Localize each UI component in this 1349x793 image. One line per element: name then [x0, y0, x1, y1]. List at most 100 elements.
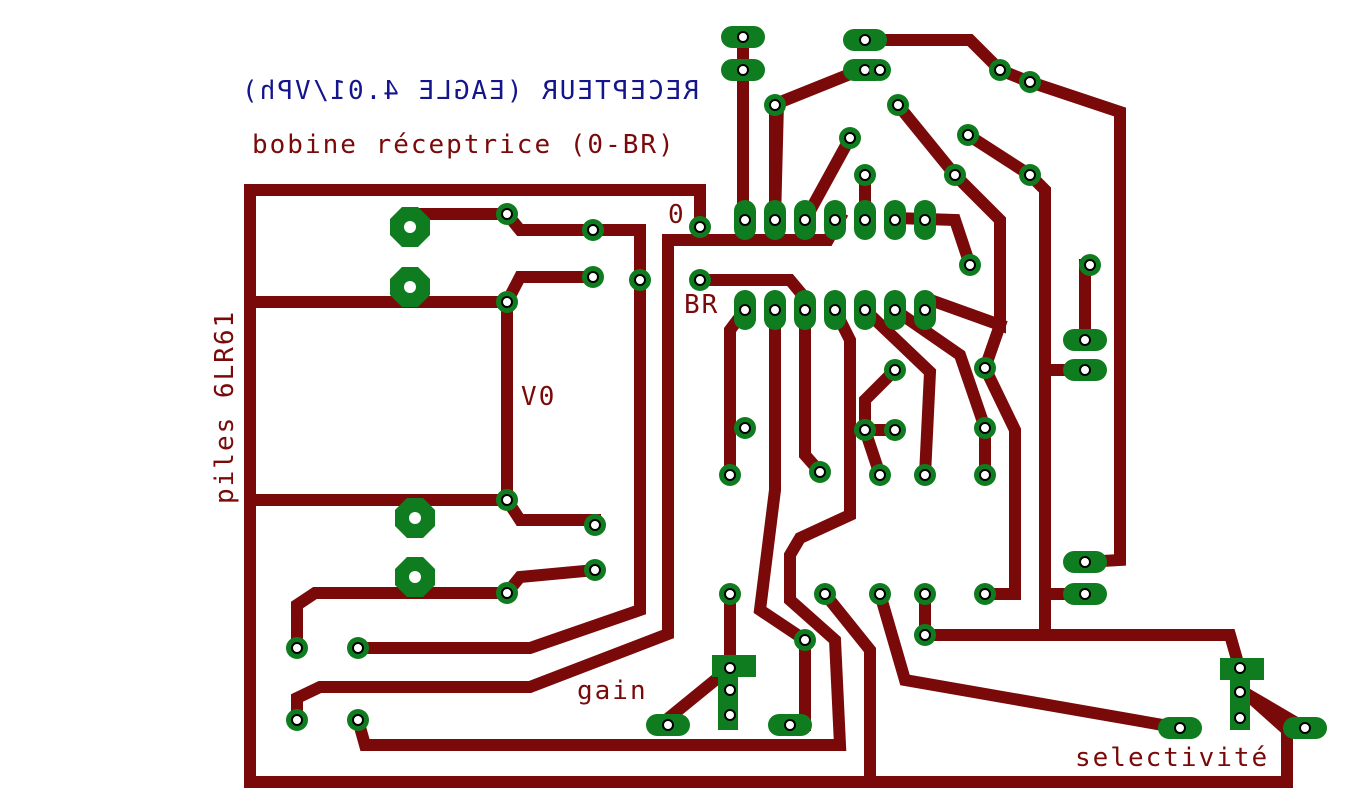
drill-hole	[501, 296, 513, 308]
drill-hole	[1079, 556, 1091, 568]
drill-hole	[1024, 169, 1036, 181]
drill-hole	[889, 304, 901, 316]
drill-hole	[724, 684, 736, 696]
copper-trace	[886, 301, 991, 481]
drill-hole	[919, 629, 931, 641]
drill-hole	[859, 169, 871, 181]
copper-trace	[856, 301, 937, 482]
drill-hole	[859, 214, 871, 226]
drill-hole	[1079, 364, 1091, 376]
coil-br-label: BR	[684, 290, 720, 320]
drill-hole	[352, 714, 364, 726]
drill-hole	[724, 662, 736, 674]
coil-zero-label: 0	[668, 200, 686, 230]
drill-hole	[874, 64, 886, 76]
copper-trace	[799, 304, 829, 481]
drill-hole	[919, 588, 931, 600]
drill-hole	[1234, 712, 1246, 724]
drill-hole	[404, 221, 416, 233]
drill-hole	[889, 214, 901, 226]
drill-hole	[819, 588, 831, 600]
drill-hole	[634, 274, 646, 286]
zero-volt-label: 0V	[519, 382, 555, 412]
drill-hole	[889, 364, 901, 376]
drill-hole	[874, 588, 886, 600]
drill-hole	[859, 64, 871, 76]
drill-hole	[919, 304, 931, 316]
drill-hole	[859, 424, 871, 436]
drill-hole	[724, 588, 736, 600]
drill-hole	[919, 214, 931, 226]
drill-hole	[724, 709, 736, 721]
copper-trace	[498, 271, 599, 311]
copper-trace	[816, 585, 876, 788]
copper-trace	[978, 317, 1021, 600]
drill-hole	[1084, 259, 1096, 271]
drill-hole	[949, 169, 961, 181]
drill-hole	[962, 129, 974, 141]
copper-trace	[291, 209, 849, 726]
drill-hole	[859, 304, 871, 316]
drill-hole	[979, 588, 991, 600]
copper-trace	[350, 301, 856, 751]
copper-trace	[724, 301, 754, 481]
drill-hole	[291, 642, 303, 654]
copper-trace	[769, 60, 873, 221]
drill-hole	[769, 304, 781, 316]
battery-label: piles 6LR61	[210, 309, 240, 504]
drill-hole	[724, 469, 736, 481]
drill-hole	[501, 587, 513, 599]
coil-label: bobine réceptrice (0-BR)	[252, 130, 676, 160]
drill-hole	[814, 466, 826, 478]
drill-hole	[404, 281, 416, 293]
drill-hole	[739, 304, 751, 316]
drill-hole	[589, 564, 601, 576]
drill-hole	[587, 271, 599, 283]
copper-trace	[352, 224, 646, 654]
copper-trace	[498, 491, 601, 526]
drill-hole	[739, 422, 751, 434]
drill-hole	[979, 469, 991, 481]
drill-hole	[694, 221, 706, 233]
drill-hole	[501, 494, 513, 506]
drill-hole	[979, 422, 991, 434]
drill-hole	[1299, 722, 1311, 734]
drill-hole	[409, 512, 421, 524]
drill-hole	[1234, 686, 1246, 698]
drill-hole	[964, 259, 976, 271]
drill-hole	[694, 274, 706, 286]
drill-hole	[799, 304, 811, 316]
copper-trace	[872, 586, 1187, 735]
drill-hole	[1234, 662, 1246, 674]
component-pads	[286, 26, 1327, 739]
drill-hole	[769, 99, 781, 111]
drill-hole	[589, 519, 601, 531]
drill-hole	[889, 424, 901, 436]
gain-label: gain	[577, 676, 648, 706]
drill-hole	[291, 714, 303, 726]
drill-hole	[1024, 76, 1036, 88]
copper-trace	[859, 361, 904, 436]
copper-trace	[889, 96, 1006, 334]
drill-hole	[769, 214, 781, 226]
drill-hole	[919, 469, 931, 481]
drill-hole	[739, 214, 751, 226]
drill-hole	[892, 99, 904, 111]
drill-hole	[1079, 334, 1091, 346]
drill-hole	[587, 224, 599, 236]
drill-hole	[799, 634, 811, 646]
drill-hole	[1079, 588, 1091, 600]
drill-hole	[501, 208, 513, 220]
drill-hole	[784, 719, 796, 731]
drill-hole	[979, 362, 991, 374]
drill-hole	[829, 214, 841, 226]
drill-hole	[799, 214, 811, 226]
drill-hole	[352, 642, 364, 654]
drill-hole	[829, 304, 841, 316]
drill-hole	[859, 34, 871, 46]
drill-hole	[737, 31, 749, 43]
copper-trace	[753, 304, 811, 731]
drill-hole	[844, 132, 856, 144]
drill-hole	[737, 64, 749, 76]
